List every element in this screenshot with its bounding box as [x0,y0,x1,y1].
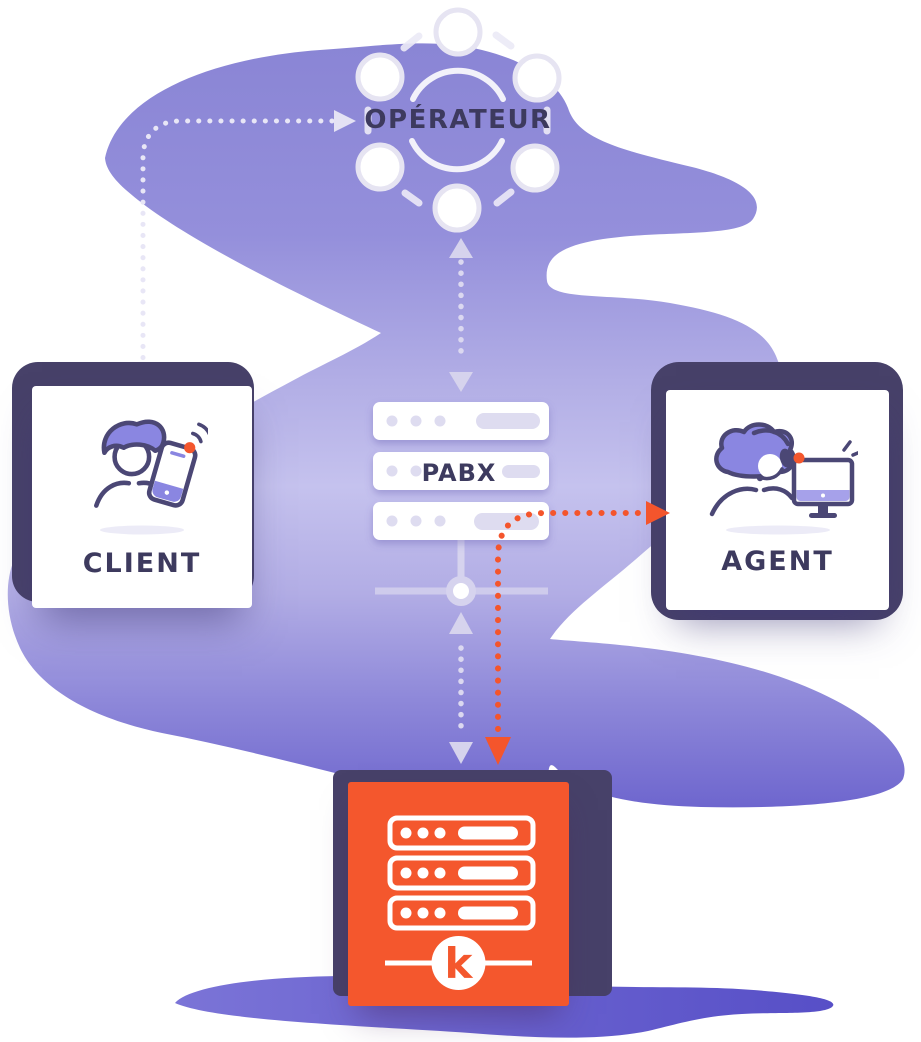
arrowhead-right [334,110,356,132]
operator-node-circle [432,183,482,233]
junction-node [446,576,476,606]
operator-inner-arcs [409,67,506,173]
operator-inner-arc [410,67,506,102]
sparkle-icon [841,440,858,457]
server-bar [373,402,549,440]
operator-node-circle [512,53,562,103]
junction-kavkom-dotted-arrow [449,612,473,764]
pabx-label: PABX [422,459,497,487]
client-label: CLIENT [82,548,202,579]
operator-node-circle [433,7,483,57]
kavkom-logo-letter: k [445,939,474,988]
agent-headset-monitor-icon [698,420,858,524]
notification-dot [793,452,804,464]
operator-ring [355,7,562,233]
ring-dash [401,189,423,207]
pabx-server-rack: PABX [373,402,549,540]
operator-node-circle [355,52,405,102]
server-bar [387,815,536,851]
client-card: CLIENT [32,386,252,608]
server-bar-details [400,826,518,920]
ring-dash [493,188,515,207]
person-with-phone-icon [76,412,208,524]
server-rack-icon: k [385,815,536,990]
agent-card: AGENT [666,390,889,610]
arrowhead-up [449,238,473,258]
headset-mic-icon [759,467,784,481]
server-bar [387,895,536,931]
kavkom-logo [431,936,486,990]
server-bar [387,855,536,891]
ring-dashes [364,31,551,207]
arrowhead-down [449,742,473,764]
server-bar [373,452,549,490]
smartphone-icon [146,440,198,508]
operator-node-circle [510,143,560,193]
monitor-icon [791,457,854,518]
operator-inner-arc [409,138,505,173]
agent-label: AGENT [721,546,834,577]
arrowhead-up [449,612,473,634]
icon-ground-shadow [100,525,184,535]
headset-earcup-icon [779,448,792,468]
ring-dash [492,31,515,50]
operator-label: OPÉRATEUR [364,105,552,135]
operator-nodes [355,7,562,233]
arrowhead-down [449,372,473,392]
headset-band-icon [751,428,790,447]
operator-node-circle [355,142,405,192]
icon-ground-shadow [725,525,830,535]
ring-dash [400,32,423,52]
kavkom-server-card: k [348,782,569,1006]
signal-waves-icon [190,422,208,444]
notification-dot [184,442,196,454]
operator-pabx-dotted-arrow [449,238,473,392]
